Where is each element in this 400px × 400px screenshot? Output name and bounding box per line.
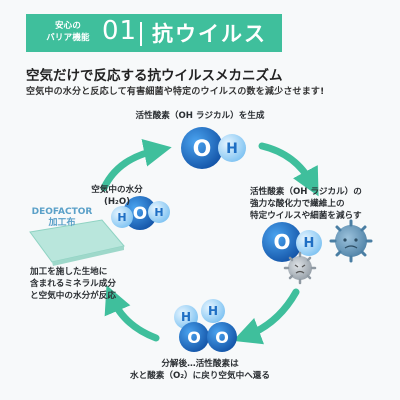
top-hydrogen-letter: H	[226, 141, 238, 157]
cycle-arrows	[100, 139, 319, 345]
bottom-hydrogen-letter-1: H	[181, 310, 191, 324]
water-label-line1: 空気中の水分	[91, 185, 143, 195]
right-hydrogen-letter: H	[304, 236, 315, 251]
oxygen-atom	[181, 127, 223, 169]
hydrogen-atom	[201, 299, 225, 323]
water-label: 空気中の水分 (H₂O)	[72, 184, 162, 208]
arrow-bottom-to-left	[104, 285, 160, 342]
oxygen-atom	[207, 322, 237, 352]
hydrogen-atom	[111, 206, 133, 228]
banner-number: 01	[102, 16, 138, 46]
banner-category-line2: バリア機能	[46, 33, 90, 43]
oxygen-atom	[179, 322, 209, 352]
bottom-step-line1: 分解後…活性酸素は	[161, 359, 239, 369]
arrow-top-to-right	[258, 142, 319, 197]
water-hydrogen-letter-left: H	[117, 211, 126, 224]
water-hydrogen-letter-right: H	[154, 206, 163, 219]
right-step-line3: 特定ウイルスや細菌を減らす	[250, 211, 362, 221]
banner-category: 安心の バリア機能	[38, 20, 98, 44]
oxygen-atom	[262, 222, 302, 262]
right-step-line1: 活性酸素（OH ラジカル）の	[250, 187, 362, 197]
top-oh-molecule	[181, 127, 246, 169]
fabric-label-brand: DEOFACTOR	[31, 207, 93, 217]
hydrogen-atom	[218, 134, 246, 162]
top-oxygen-letter: O	[193, 137, 212, 162]
banner-title: 抗ウイルス	[152, 22, 267, 46]
right-step-line2: 強力な酸化力で繊維上の	[250, 199, 345, 209]
right-step-label: 活性酸素（OH ラジカル）の 強力な酸化力で繊維上の 特定ウイルスや細菌を減らす	[250, 186, 396, 222]
virus-gray-icon	[283, 251, 317, 285]
virus-blue-icon	[329, 219, 373, 263]
subheadline: 空気中の水分と反応して有害細菌や特定のウイルスの数を減少させます!	[26, 87, 325, 97]
right-oxygen-letter: O	[273, 230, 290, 254]
banner-divider	[140, 22, 142, 46]
bottom-molecules	[174, 299, 237, 352]
banner-category-line1: 安心の	[54, 21, 82, 31]
fabric-label: DEOFACTOR 加工布	[26, 207, 98, 229]
hydrogen-atom	[296, 230, 322, 256]
arrow-left-to-top	[100, 139, 172, 192]
hydrogen-atom	[148, 201, 170, 223]
fabric-label-sub: 加工布	[48, 218, 76, 228]
feature-banner: 安心の バリア機能 01 抗ウイルス	[26, 14, 282, 52]
left-step-line2: 含まれるミネラル成分	[30, 279, 116, 289]
water-molecule	[111, 196, 170, 230]
headline: 空気だけで反応する抗ウイルスメカニズム	[26, 68, 283, 84]
bottom-oxygen-letter-2: O	[215, 328, 229, 347]
left-step-line1: 加工を施した生地に	[30, 267, 108, 277]
water-label-line2: (H₂O)	[103, 197, 131, 207]
right-oh-molecule	[262, 222, 322, 262]
left-step-line3: と空気中の水分が反応	[30, 291, 116, 301]
bottom-step-label: 分解後…活性酸素は 水と酸素（O₂）に戻り空気中へ還る	[0, 358, 400, 382]
bottom-hydrogen-letter-2: H	[208, 304, 218, 318]
bottom-step-line2: 水と酸素（O₂）に戻り空気中へ還る	[130, 371, 270, 381]
left-step-label: 加工を施した生地に 含まれるミネラル成分 と空気中の水分が反応	[30, 266, 170, 302]
top-step-label: 活性酸素（OH ラジカル）を生成	[135, 111, 265, 121]
arrow-right-to-bottom	[232, 288, 300, 345]
bottom-oxygen-letter-1: O	[187, 328, 201, 347]
fabric-sheet	[29, 219, 125, 266]
water-oxygen-letter: O	[133, 204, 147, 224]
